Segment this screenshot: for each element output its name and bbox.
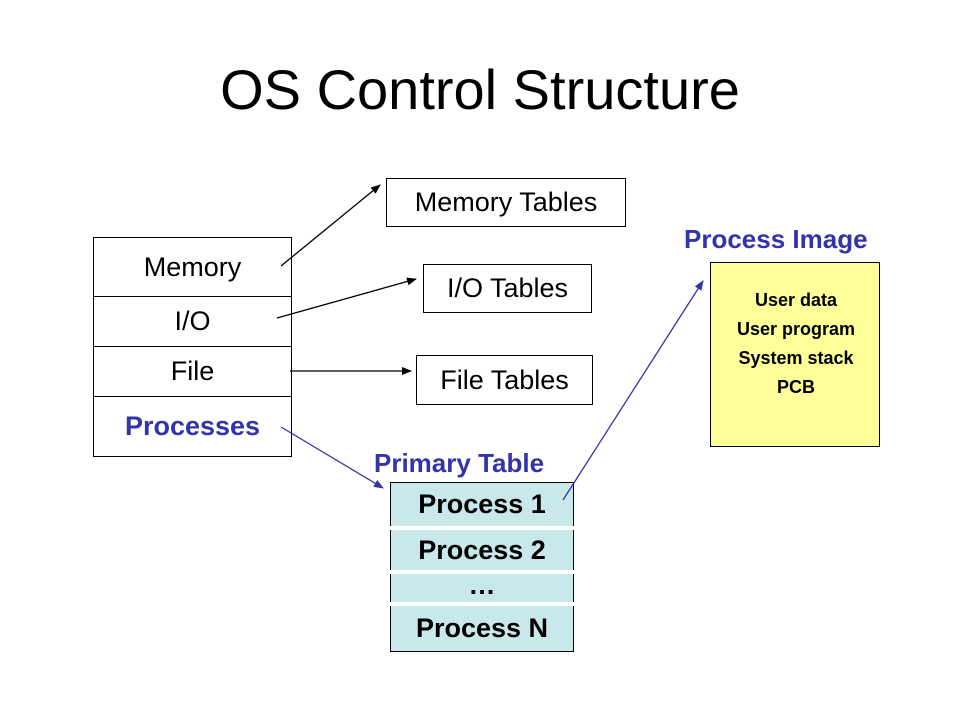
- primary-table: Process 1 Process 2 … Process N: [390, 482, 574, 652]
- io-tables-box: I/O Tables: [423, 264, 592, 313]
- memory-tables-box: Memory Tables: [386, 178, 626, 227]
- process-image-line: User data: [754, 290, 838, 310]
- process-image-heading: Process Image: [684, 224, 868, 254]
- process-image-line: System stack: [738, 348, 854, 368]
- file-tables-box: File Tables: [416, 355, 593, 405]
- arrow-process1-to-process-image: [562, 280, 704, 501]
- os-table-processes: Processes: [93, 396, 292, 457]
- primary-table-heading: Primary Table: [374, 448, 545, 478]
- os-table-memory: Memory: [93, 237, 292, 297]
- process-row: Process N: [390, 606, 574, 652]
- process-image-contents: User data User program System stack PCB: [711, 286, 881, 402]
- process-image-line: User program: [736, 319, 856, 339]
- arrow-processes-to-primary-table: [280, 426, 384, 489]
- arrow-io-to-io-tables: [276, 277, 417, 319]
- process-row: Process 1: [390, 482, 574, 526]
- page-title: OS Control Structure: [220, 58, 740, 121]
- os-table-io: I/O: [93, 296, 292, 347]
- os-tables-stack: Memory I/O File Processes: [93, 237, 292, 457]
- process-image-line: PCB: [776, 377, 815, 397]
- arrow-memory-to-memory-tables: [280, 184, 381, 267]
- process-row: Process 2: [390, 530, 574, 570]
- process-image-box: User data User program System stack PCB: [710, 262, 880, 447]
- process-row-ellipsis: …: [390, 572, 574, 602]
